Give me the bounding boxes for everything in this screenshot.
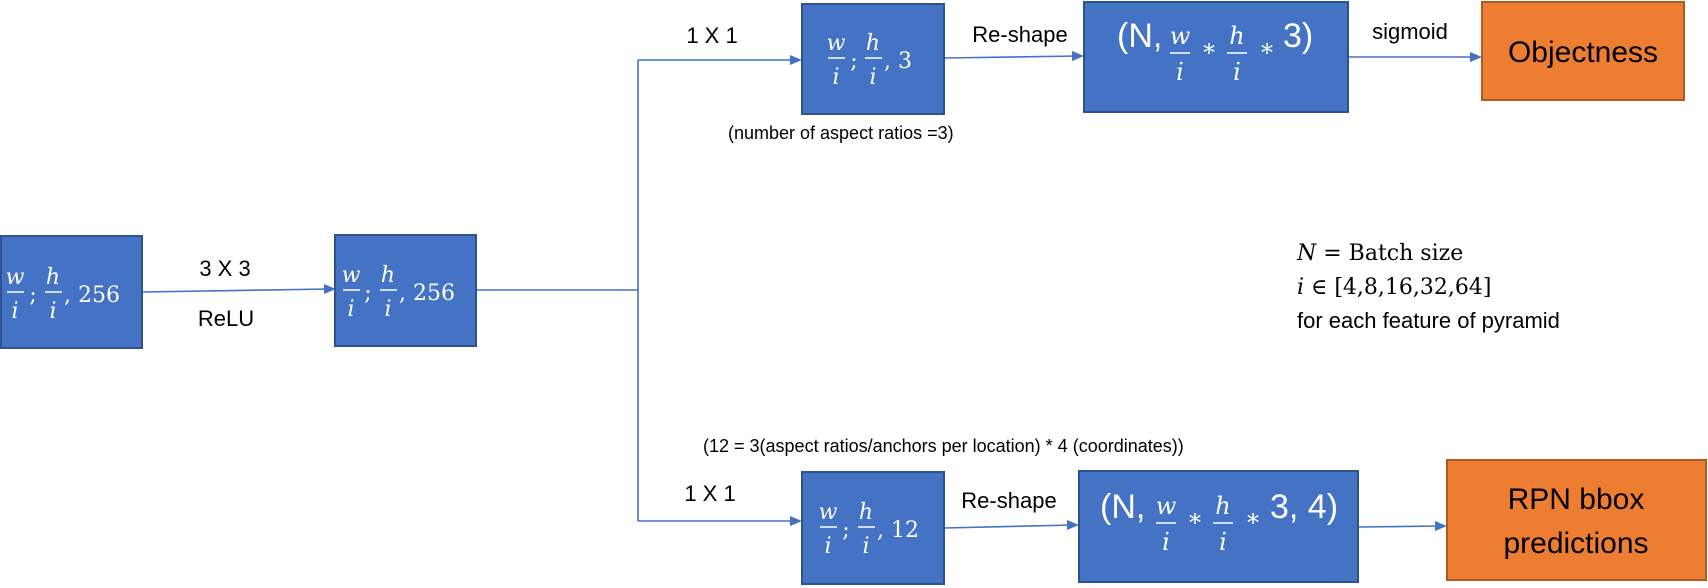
edge-label-relu: ReLU <box>198 306 254 331</box>
reg-reshaped-mul-2: ∗ <box>1245 504 1261 532</box>
cls-reshaped-i-1: i <box>1176 58 1184 86</box>
arrowhead-rpn-bbox <box>1435 521 1447 531</box>
arrowhead-conv3 <box>324 284 336 294</box>
conv3-h: h <box>381 263 395 288</box>
arrowhead-cls <box>790 55 802 65</box>
note-aspect-ratios: (number of aspect ratios =3) <box>728 123 954 143</box>
edge-label-3x3: 3 X 3 <box>199 256 250 281</box>
input-w: w <box>6 265 25 290</box>
input-feature-node: w i ; h i , 256 <box>0 235 143 349</box>
input-i-2: i <box>49 299 56 324</box>
objectness-box <box>1481 1 1685 101</box>
legend-i-def: ∈ [4,8,16,32,64] <box>1304 275 1491 300</box>
legend: N = Batch size i ∈ [4,8,16,32,64] for ea… <box>1296 241 1560 333</box>
legend-i-var: i <box>1297 275 1304 300</box>
cls-reshaped-node: (N, w i ∗ h i ∗ 3) <box>1083 1 1349 113</box>
cls-reshaped-mul-1: ∗ <box>1201 34 1217 62</box>
conv3-feature-node: w i ; h i , 256 <box>334 234 477 347</box>
reg-reshaped-i-2: i <box>1219 528 1227 556</box>
legend-n-def: = Batch size <box>1316 241 1463 266</box>
cls-i-1: i <box>832 65 839 90</box>
reg-reshaped-mul-1: ∗ <box>1187 504 1203 532</box>
objectness-node: Objectness <box>1481 1 1685 101</box>
edge-label-reg-reshape: Re-shape <box>961 488 1056 513</box>
arrow-cls-to-reshape <box>943 55 1079 59</box>
cls-reshaped-w: w <box>1170 22 1191 50</box>
reg-channels: , 12 <box>877 518 919 543</box>
rpn-bbox-box <box>1446 459 1707 581</box>
cls-h: h <box>866 31 880 56</box>
cls-feature-box <box>801 3 945 115</box>
reg-h: h <box>859 500 873 525</box>
reg-reshaped-node: (N, w i ∗ h i ∗ 3, 4) <box>1078 470 1359 583</box>
legend-pyramid-note: for each feature of pyramid <box>1297 308 1560 333</box>
edge-label-sigmoid: sigmoid <box>1372 19 1448 44</box>
conv3-i-2: i <box>384 297 391 322</box>
cls-reshaped-open: (N, <box>1117 17 1162 55</box>
input-channels: , 256 <box>64 283 120 308</box>
reg-i-1: i <box>824 534 831 559</box>
cls-reshaped-box <box>1083 1 1349 113</box>
arrow-reg-to-reshape <box>943 524 1074 529</box>
rpn-bbox-label-line-1: RPN bbox <box>1508 483 1645 516</box>
cls-reshaped-h: h <box>1229 22 1244 50</box>
note-reg-channels: (12 = 3(aspect ratios/anchors per locati… <box>703 436 1184 456</box>
reg-i-2: i <box>862 534 869 559</box>
reg-reshaped-open: (N, <box>1100 488 1145 526</box>
arrowhead-reg-reshape <box>1067 520 1079 530</box>
cls-channels: , 3 <box>884 49 912 74</box>
arrowhead-reg <box>790 516 802 526</box>
cls-reshaped-i-2: i <box>1233 58 1241 86</box>
conv3-sep: ; <box>364 281 371 306</box>
cls-feature-node: w i ; h i , 3 <box>801 3 945 115</box>
arrow-input-to-conv3 <box>141 288 331 293</box>
cls-w: w <box>827 31 846 56</box>
rpn-bbox-node: RPN bbox predictions <box>1446 459 1707 581</box>
arrowhead-cls-reshape <box>1072 51 1084 61</box>
reg-reshaped-box <box>1078 470 1359 583</box>
reg-feature-box <box>801 471 945 585</box>
reg-reshaped-h: h <box>1215 492 1230 520</box>
edge-label-cls-1x1: 1 X 1 <box>686 23 737 48</box>
input-feature-box <box>0 235 143 349</box>
legend-scales: i ∈ [4,8,16,32,64] <box>1297 275 1491 300</box>
reg-w: w <box>819 500 838 525</box>
cls-sep: ; <box>850 49 857 74</box>
reg-reshaped-i-1: i <box>1162 528 1170 556</box>
arrow-to-rpn-bbox <box>1357 525 1442 528</box>
reg-reshaped-tail: 3, 4) <box>1270 488 1338 526</box>
edge-label-reg-1x1: 1 X 1 <box>684 481 735 506</box>
input-i-1: i <box>11 299 18 324</box>
connectors <box>141 51 1482 531</box>
conv3-w: w <box>342 263 361 288</box>
legend-batch-size: N = Batch size <box>1296 241 1463 266</box>
reg-feature-node: w i ; h i , 12 <box>801 471 945 585</box>
rpn-bbox-label-line-2: predictions <box>1503 527 1648 560</box>
input-sep: ; <box>29 283 36 308</box>
edge-label-cls-reshape: Re-shape <box>972 22 1067 47</box>
arrowhead-objectness <box>1470 52 1482 62</box>
cls-reshaped-tail: 3) <box>1283 17 1313 55</box>
legend-n-var: N <box>1296 241 1317 266</box>
cls-i-2: i <box>869 65 876 90</box>
conv3-i-1: i <box>347 297 354 322</box>
conv3-channels: , 256 <box>399 281 455 306</box>
reg-reshaped-w: w <box>1156 492 1177 520</box>
objectness-label: Objectness <box>1508 36 1658 69</box>
cls-reshaped-mul-2: ∗ <box>1259 34 1275 62</box>
reg-sep: ; <box>842 518 849 543</box>
input-h: h <box>46 265 60 290</box>
